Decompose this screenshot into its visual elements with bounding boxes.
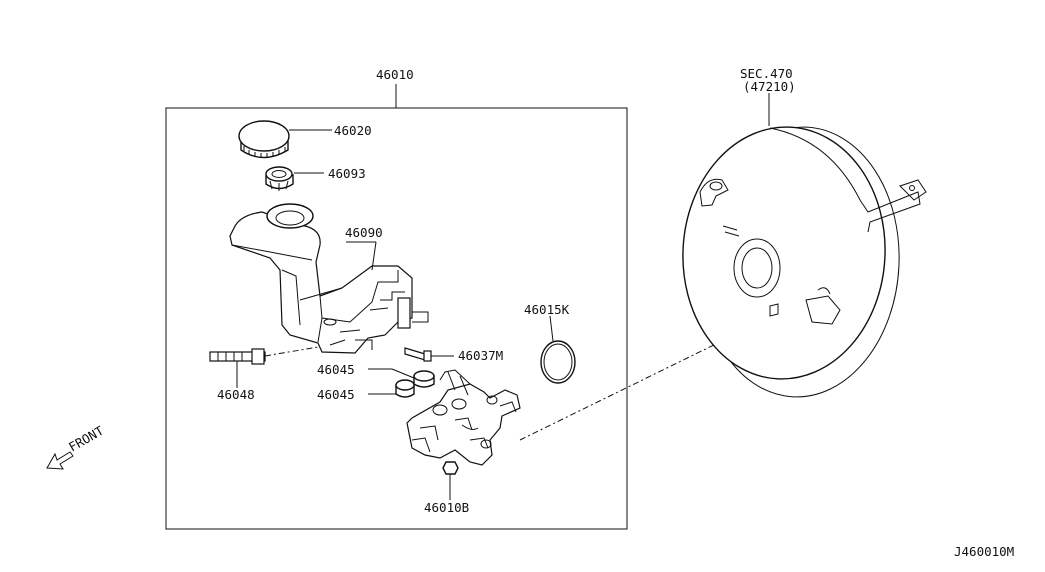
- label-46015K[interactable]: 46015K: [524, 302, 570, 317]
- label-booster-part[interactable]: (47210): [743, 79, 796, 94]
- nut-part: [442, 461, 459, 484]
- label-46020[interactable]: 46020: [334, 123, 372, 138]
- diagram-id: J460010M: [954, 544, 1014, 559]
- strainer-part: [265, 166, 294, 191]
- brake-booster-part: [682, 126, 927, 398]
- front-arrow-icon: [46, 451, 74, 470]
- seal-ring-part: [540, 340, 576, 384]
- label-46010[interactable]: 46010: [376, 67, 414, 82]
- label-46045-lower[interactable]: 46045: [317, 387, 355, 402]
- label-46048[interactable]: 46048: [217, 387, 255, 402]
- reservoir-part: [229, 203, 429, 354]
- label-46093[interactable]: 46093: [328, 166, 366, 181]
- grommet-upper-part: [413, 370, 435, 388]
- master-cylinder-part: [406, 369, 521, 466]
- label-46037M[interactable]: 46037M: [458, 348, 503, 363]
- grommet-lower-part: [395, 379, 415, 398]
- label-booster-section[interactable]: SEC.470: [740, 66, 793, 81]
- label-46090[interactable]: 46090: [345, 225, 383, 240]
- front-label: FRONT: [66, 423, 106, 455]
- label-46010B[interactable]: 46010B: [424, 500, 469, 515]
- label-46045-upper[interactable]: 46045: [317, 362, 355, 377]
- pin-part: [404, 347, 432, 362]
- reservoir-cap-part: [238, 120, 290, 159]
